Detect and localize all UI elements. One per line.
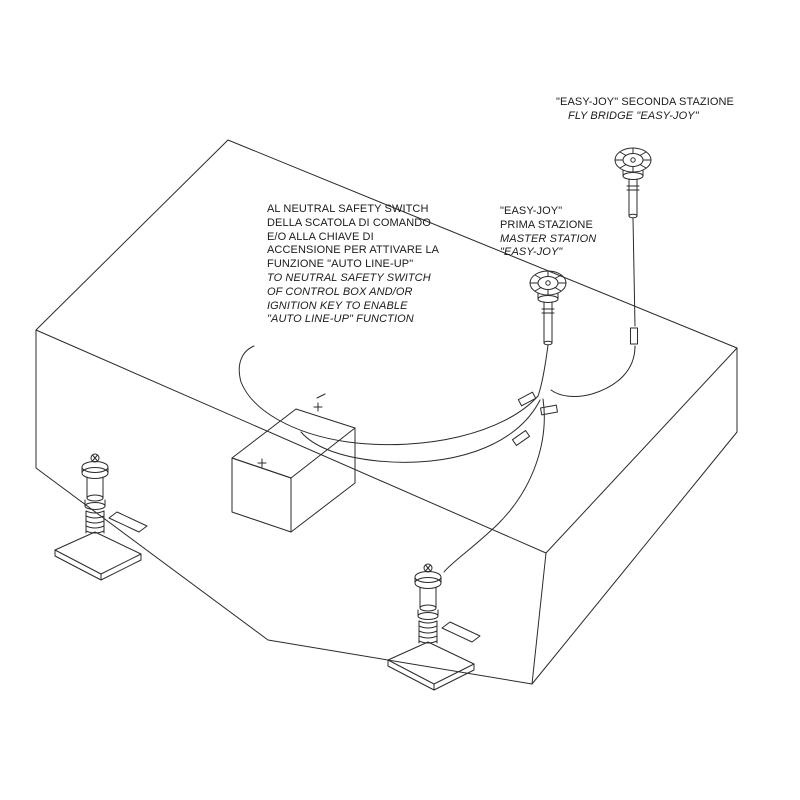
- trim-tab-actuator-port: [54, 453, 148, 581]
- control-box: [231, 393, 356, 533]
- cable-connector: [517, 391, 537, 407]
- label-secondary-line1: "EASY-JOY" SECONDA STAZIONE: [556, 96, 734, 108]
- note-en-line: "AUTO LINE-UP" FUNCTION: [267, 313, 414, 326]
- joystick-master-station: [529, 270, 567, 346]
- joystick-flybridge-station: [614, 147, 652, 219]
- label-primary-line2: PRIMA STAZIONE: [500, 218, 593, 231]
- note-it-line: ACCENSIONE PER ATTIVARE LA: [267, 244, 440, 257]
- note-it-line: FUNZIONE "AUTO LINE-UP": [267, 258, 414, 271]
- note-en-line: IGNITION KEY TO ENABLE: [267, 299, 408, 312]
- cable-connector: [630, 327, 638, 345]
- cable-harness: [238, 217, 638, 573]
- note-en-line: TO NEUTRAL SAFETY SWITCH: [267, 271, 431, 284]
- label-secondary-station: "EASY-JOY" SECONDA STAZIONE FLY BRIDGE "…: [556, 96, 734, 124]
- terminal-plus-icon: [313, 393, 326, 412]
- trim-tab-actuator-aft: [387, 563, 481, 691]
- label-secondary-line2: FLY BRIDGE "EASY-JOY": [568, 109, 699, 122]
- cable-connector: [511, 430, 531, 446]
- label-primary-station: "EASY-JOY" PRIMA STAZIONE MASTER STATION…: [500, 205, 596, 260]
- label-primary-line4: "EASY-JOY": [500, 246, 563, 259]
- note-it-line: E/O ALLA CHIAVE DI: [267, 230, 374, 243]
- terminal-plus-icon: [257, 458, 267, 468]
- note-it-line: DELLA SCATOLA DI COMANDO: [267, 216, 431, 229]
- cable-connector: [540, 404, 558, 416]
- label-primary-line1: "EASY-JOY": [500, 205, 563, 217]
- hull-outline: [35, 139, 738, 685]
- note-en-line: OF CONTROL BOX AND/OR: [267, 285, 413, 298]
- label-primary-line3: MASTER STATION: [500, 232, 597, 245]
- label-neutral-switch-note: AL NEUTRAL SAFETY SWITCH DELLA SCATOLA D…: [267, 203, 439, 327]
- note-it-line: AL NEUTRAL SAFETY SWITCH: [267, 203, 429, 215]
